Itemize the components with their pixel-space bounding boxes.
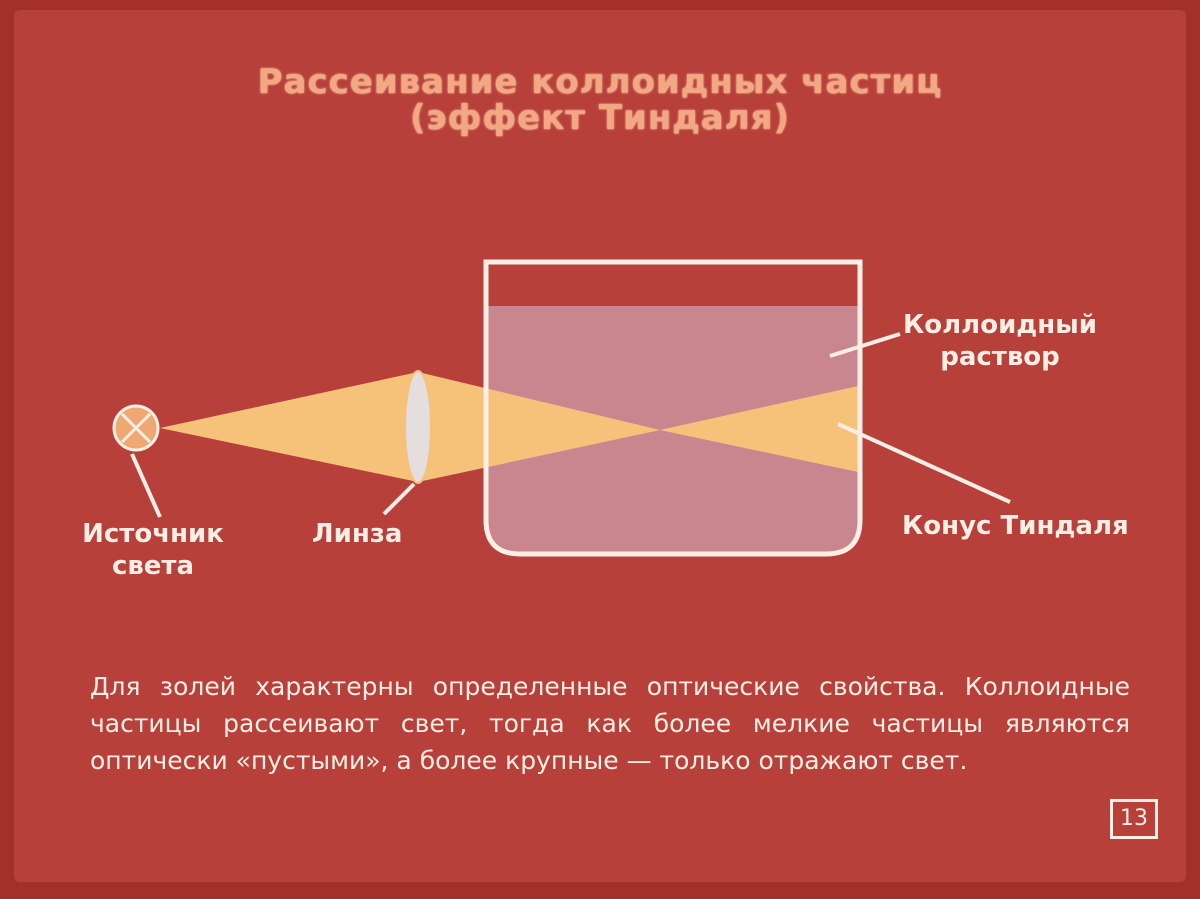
light-beam-incoming — [160, 372, 418, 482]
label-source-line1: Источник — [82, 519, 224, 549]
vessel-outline — [483, 259, 863, 557]
pointer-cone — [837, 422, 1011, 504]
label-colloid-line1: Коллоидный — [903, 310, 1097, 340]
light-source-icon — [112, 404, 160, 452]
slide-number: 13 — [1110, 799, 1158, 839]
slide-title: Рассеивание коллоидных частиц — [257, 62, 943, 102]
label-colloid-line2: раствор — [940, 342, 1060, 372]
label-lens: Линза — [312, 519, 403, 549]
label-colloidal-solution: Коллоидный раствор — [900, 309, 1100, 373]
pointer-source — [130, 453, 162, 518]
label-source-line2: света — [111, 551, 195, 581]
tyndall-cone — [660, 386, 858, 472]
pointer-lens — [382, 482, 416, 516]
label-light-source: Источник света — [78, 518, 228, 582]
pointer-colloid — [829, 332, 901, 358]
caption-text: Для золей характерны определенные оптиче… — [90, 672, 1130, 775]
light-beam-converging — [418, 372, 660, 482]
slide-subtitle: (эффект Тиндаля) — [409, 98, 791, 138]
lens-shape — [404, 370, 432, 484]
label-tyndall-cone: Конус Тиндаля — [902, 511, 1129, 541]
